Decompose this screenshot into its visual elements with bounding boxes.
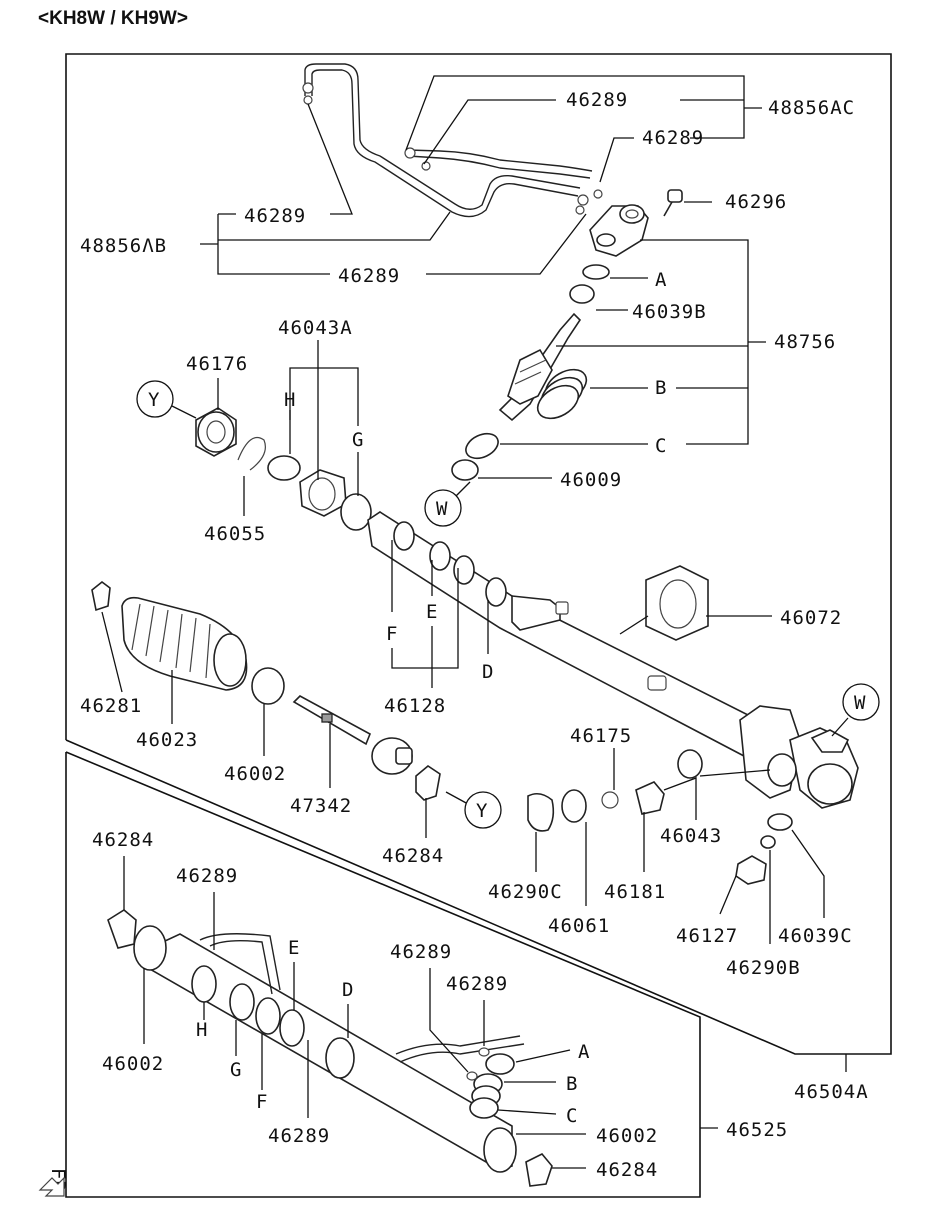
label-46284-c: 46284 [596,1159,658,1181]
label-46043: 46043 [660,825,722,847]
label-46289-a: 46289 [566,89,628,111]
left-bearing-set [195,407,372,531]
label-46290B: 46290B [726,957,801,979]
pressure-pipes [302,63,603,218]
lower-rack-assembly [107,909,553,1187]
pinion-shaft [498,312,582,422]
tag-circle-W-right [842,683,880,721]
label-46043A: 46043A [278,317,353,339]
diagram-title: <KH8W / KH9W> [38,8,188,29]
label-46039B: 46039B [632,301,707,323]
label-Y-top: Y [148,389,160,411]
label-46289-d: 46289 [338,265,400,287]
label-46290C: 46290C [488,881,563,903]
clamp-46002-upper [251,667,285,705]
label-46002-c: 46002 [596,1125,658,1147]
label-46023: 46023 [136,729,198,751]
label-46284-a: 46284 [92,829,154,851]
label-47342: 47342 [290,795,352,817]
label-46061: 46061 [548,915,610,937]
label-W-top: W [436,498,448,520]
label-46296: 46296 [725,191,787,213]
label-D-top: D [482,661,494,683]
label-46525: 46525 [726,1119,788,1141]
label-46072: 46072 [780,607,842,629]
label-46127: 46127 [676,925,738,947]
label-D-bot: D [342,979,354,1001]
tie-rod-47342 [292,695,413,775]
label-46504A: 46504A [794,1081,869,1103]
seal-set-B [536,368,588,420]
label-46176: 46176 [186,353,248,375]
label-E-bot: E [288,937,300,959]
label-C-top: C [655,435,667,457]
nut-46284-mid [415,765,441,801]
label-46289-h: 46289 [268,1125,330,1147]
label-B-bot: B [566,1073,578,1095]
label-46128: 46128 [384,695,446,717]
label-E-top: E [426,601,438,623]
label-46175: 46175 [570,725,632,747]
label-46002-a: 46002 [224,763,286,785]
label-46289-e: 46289 [176,865,238,887]
label-C-bot: C [566,1105,578,1127]
label-A-top: A [655,269,667,291]
label-46284-b: 46284 [382,845,444,867]
label-46281: 46281 [80,695,142,717]
tag-circle-W-top [424,489,462,527]
frame-46504A [65,53,892,1055]
leader-lines [101,75,849,1169]
boot-46023 [91,580,248,691]
label-48856AC: 48856AC [768,97,855,119]
front-arrow-icon [38,1176,65,1197]
seal-46009 [451,459,479,481]
label-48856AB: 48856ΛB [80,235,167,257]
label-46009: 46009 [560,469,622,491]
label-H-top: H [284,389,296,411]
rack-housing [367,511,768,757]
label-46289-c: 46289 [244,205,306,227]
label-48756: 48756 [774,331,836,353]
label-F-bot: F [256,1091,268,1113]
tag-circle-Y-mid [464,791,502,829]
clamp-46072 [645,565,709,641]
label-A-bot: A [578,1041,590,1063]
label-46055: 46055 [204,523,266,545]
label-46181: 46181 [604,881,666,903]
label-46039C: 46039C [778,925,853,947]
right-housing-end [739,705,859,809]
label-F-top: F [386,623,398,645]
tag-circle-Y-top [136,380,174,418]
label-Y-mid: Y [476,800,488,822]
bearing-C [465,432,499,460]
label-46289-g: 46289 [446,973,508,995]
label-46289-f: 46289 [390,941,452,963]
label-B-top: B [655,377,667,399]
frame-46525 [65,751,701,1198]
label-46289-b: 46289 [642,127,704,149]
label-H-bot: H [196,1019,208,1041]
label-G-bot: G [230,1059,242,1081]
valve-housing-top [569,189,683,304]
label-W-right: W [854,692,866,714]
label-G-top: G [352,429,364,451]
label-46002-b: 46002 [102,1053,164,1075]
